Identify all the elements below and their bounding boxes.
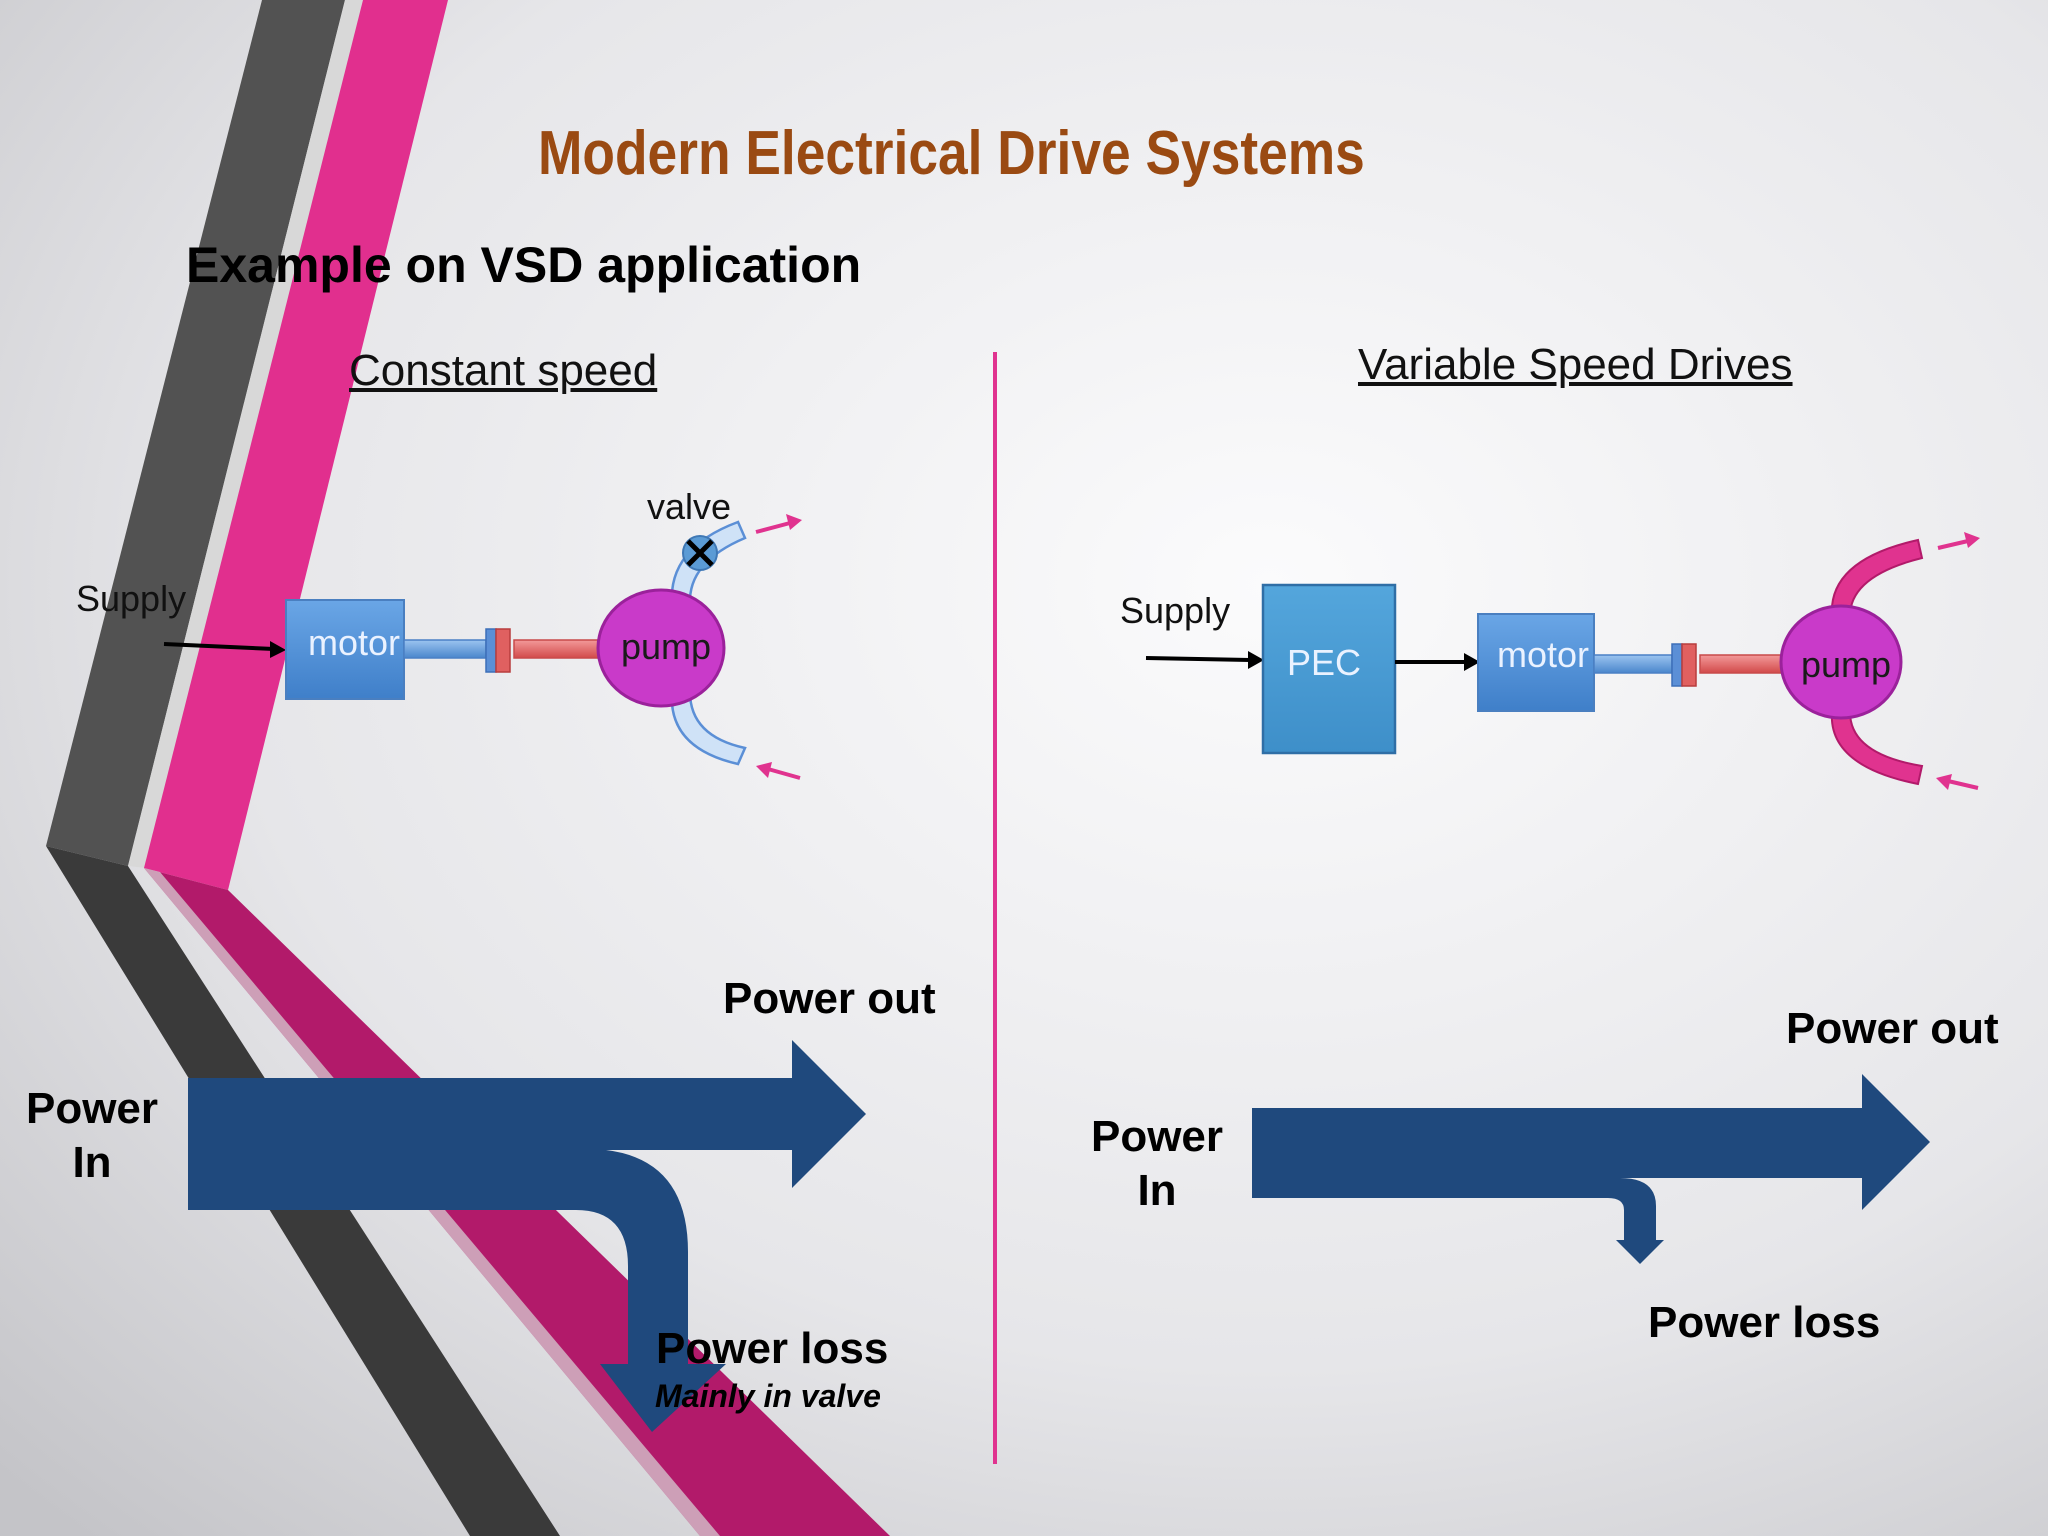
pump-label-left: pump: [621, 626, 712, 667]
pump-inlet-pipe-left: [670, 690, 747, 766]
motor-label-left: motor: [308, 622, 401, 663]
power-in-label-right: Power In: [1084, 1110, 1230, 1218]
supply-arrowhead-right: [1248, 651, 1264, 669]
motor-shaft-right: [1593, 654, 1673, 674]
pump-label-right: pump: [1801, 644, 1892, 685]
power-loss-note: Mainly in valve: [655, 1378, 881, 1414]
coupling-blue-right: [1671, 643, 1683, 687]
power-in-label-left: Power In: [20, 1082, 164, 1190]
motor-box-right: [1477, 613, 1595, 712]
pump-inlet-pipe-right: [1830, 711, 1924, 786]
pump-outlet-pipe-right: [1830, 538, 1924, 617]
power-flow-arrow-left: [188, 1040, 866, 1432]
pump-right: [1779, 604, 1903, 720]
heading-constant-speed: Constant speed: [349, 346, 658, 395]
pec-label: PEC: [1287, 642, 1362, 683]
coupling-red-left: [495, 628, 511, 673]
valve-closed-icon: [682, 535, 718, 571]
pump-shaft-left: [513, 639, 599, 659]
coupling-blue-left: [485, 628, 497, 673]
power-loss-label-left: Power loss: [656, 1324, 889, 1373]
light-gap-stripe: [128, 0, 363, 868]
supply-arrowhead-left: [270, 641, 286, 658]
panel-divider: [993, 352, 997, 1464]
supply-label-right: Supply: [1120, 590, 1231, 631]
power-out-label-left: Power out: [723, 974, 936, 1023]
supply-label-left: Supply: [76, 578, 187, 619]
power-flow-arrow-right: [1252, 1074, 1930, 1264]
pec-to-motor-arrowhead: [1464, 653, 1480, 671]
power-in-line1-right: Power: [1090, 1112, 1224, 1161]
pink-stripe-upper: [144, 0, 448, 890]
pump-left: [596, 588, 726, 708]
motor-shaft-left: [403, 639, 487, 659]
heading-variable-speed: Variable Speed Drives: [1358, 340, 1793, 389]
power-loss-label-right: Power loss: [1648, 1298, 1881, 1347]
pec-box: [1261, 583, 1397, 755]
supply-arrow-right: [1145, 656, 1251, 662]
flow-out-arrow-icon-right: [1937, 532, 1980, 550]
flow-in-arrow-icon-left: [756, 762, 801, 780]
pump-outlet-pipe-left: [670, 520, 747, 606]
power-out-label-right: Power out: [1786, 1004, 1999, 1053]
motor-box-left: [285, 599, 405, 700]
slide-subtitle: Example on VSD application: [186, 237, 862, 293]
power-in-line2-right: In: [1137, 1166, 1177, 1215]
supply-arrow-left: [163, 642, 275, 651]
flow-out-arrow-icon-left: [755, 514, 802, 534]
dark-stripe-upper: [46, 0, 345, 866]
slide-title: Modern Electrical Drive Systems: [538, 119, 1365, 188]
power-in-line2-left: In: [72, 1138, 112, 1187]
valve-label: valve: [647, 486, 732, 527]
pump-shaft-right: [1699, 654, 1783, 674]
power-in-line1-left: Power: [25, 1084, 159, 1133]
motor-label-right: motor: [1497, 634, 1590, 675]
coupling-red-right: [1681, 643, 1697, 687]
flow-in-arrow-icon-right: [1936, 774, 1979, 790]
